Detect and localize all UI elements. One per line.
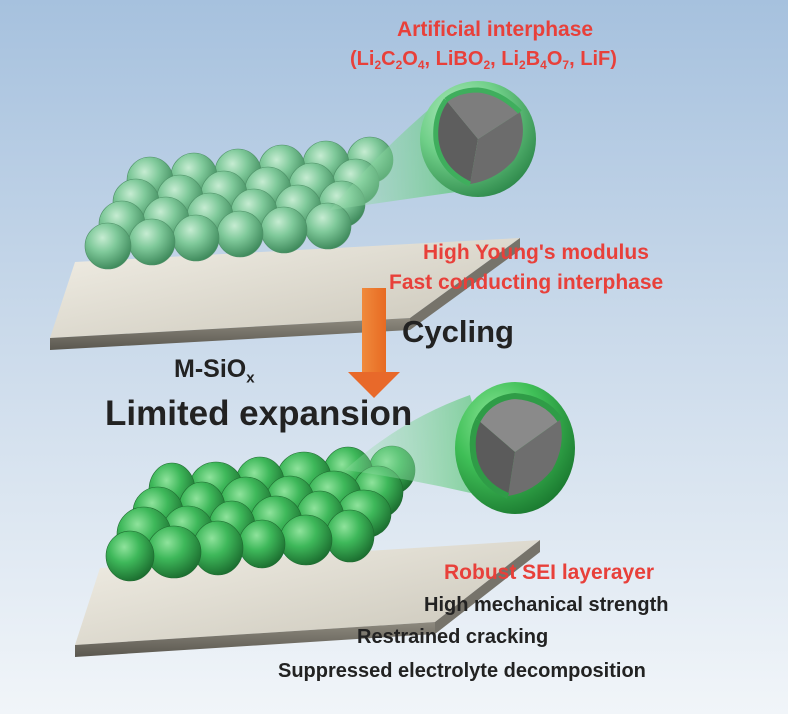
li2c2o4-formula: Li2C2O4 (356, 48, 425, 73)
restrained-cracking-label: Restrained cracking (357, 626, 549, 648)
libo2-formula: LiBO2 (435, 48, 491, 73)
robust-sei-label: Robust SEI layerayer (444, 561, 655, 584)
expanded-particle (325, 509, 375, 563)
particle (84, 222, 132, 270)
coated-particle-cutaway-icon (420, 81, 536, 197)
top-electrode-icon (50, 136, 520, 350)
artificial-interphase-label: Artificial interphase (397, 18, 594, 41)
particle (172, 214, 220, 262)
high-youngs-modulus-label: High Young's modulus (423, 241, 649, 264)
expanded-particle (238, 519, 286, 569)
expanded-particle (105, 530, 155, 582)
high-mechanical-strength-label: High mechanical strength (424, 594, 669, 616)
expanded-particle (279, 514, 333, 566)
li2b4o7-formula: Li2B4O7 (501, 48, 570, 73)
expanded-particle (146, 525, 202, 579)
particle (128, 218, 176, 266)
material-label: M-SiOx (174, 355, 255, 387)
particle (260, 206, 308, 254)
bottom-electrode-icon (75, 445, 540, 657)
lif-formula: LiF (580, 48, 611, 70)
particle (216, 210, 264, 258)
particle (304, 202, 352, 250)
fast-conducting-interphase-label: Fast conducting interphase (389, 271, 664, 294)
limited-expansion-label: Limited expansion (105, 394, 413, 433)
interphase-composition-label: (Li2C2O4, LiBO2, Li2B4O7, LiF) (350, 48, 617, 73)
cycling-label: Cycling (402, 314, 514, 349)
sei-coated-particle-cutaway-icon (455, 382, 575, 514)
suppressed-decomposition-label: Suppressed electrolyte decomposition (278, 660, 646, 682)
down-arrow-icon (348, 288, 400, 398)
